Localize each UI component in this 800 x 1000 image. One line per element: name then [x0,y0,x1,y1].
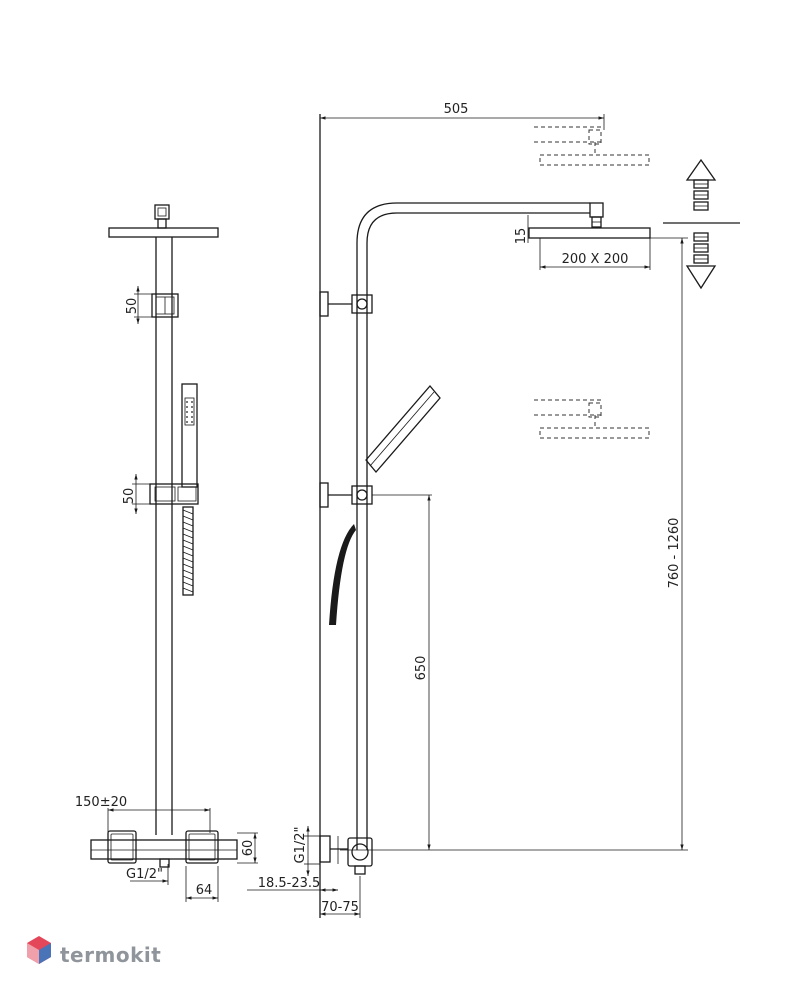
head-connector [154,204,170,220]
dim-projection: 70-75 [321,900,359,915]
mixer-side [319,835,373,875]
mid-holder-front [149,483,199,505]
height-adjust-symbol [663,158,740,290]
hexagon-logo-icon [27,936,51,964]
hose-front [182,506,194,596]
riser-arm-inner [366,212,590,850]
dim-inlet-right: G1/2" [293,827,308,864]
rain-head-side [528,227,651,239]
dim-mixer-height: 60 [241,840,256,857]
dim-height-range: 760 - 1260 [667,518,682,589]
dim-wall-offset: 18.5-23.5 [258,876,321,891]
brand-name: termokit [60,943,161,967]
arrow-down-icon [685,232,717,290]
front-view: 50 50 150±20 [75,204,258,902]
dim-head-thickness: 15 [514,228,529,245]
lower-wall-bracket [319,482,373,508]
side-view: 505 15 200 X 200 [247,102,688,918]
handshower-front [181,383,198,488]
upper-holder-front [151,293,179,318]
dim-holder-mid: 50 [122,488,137,505]
thermostatic-mixer-front [90,830,238,868]
dim-handset-height: 650 [414,656,429,681]
hose-side [329,524,356,625]
handshower-side [365,384,441,474]
brand-logo: termokit [27,936,161,967]
dim-head-size: 200 X 200 [562,252,629,267]
riser-arm-outer [356,202,590,850]
dim-mixer-depth: 64 [196,883,213,898]
handshower-nozzles [186,401,193,423]
upper-wall-bracket [319,291,373,317]
dim-top-width: 505 [444,102,469,117]
dim-inlet-left: G1/2" [126,867,163,882]
arrow-up-icon [685,158,717,211]
rain-head-front [108,227,219,238]
dim-holder-top: 50 [125,298,140,315]
dim-centers: 150±20 [75,795,127,810]
